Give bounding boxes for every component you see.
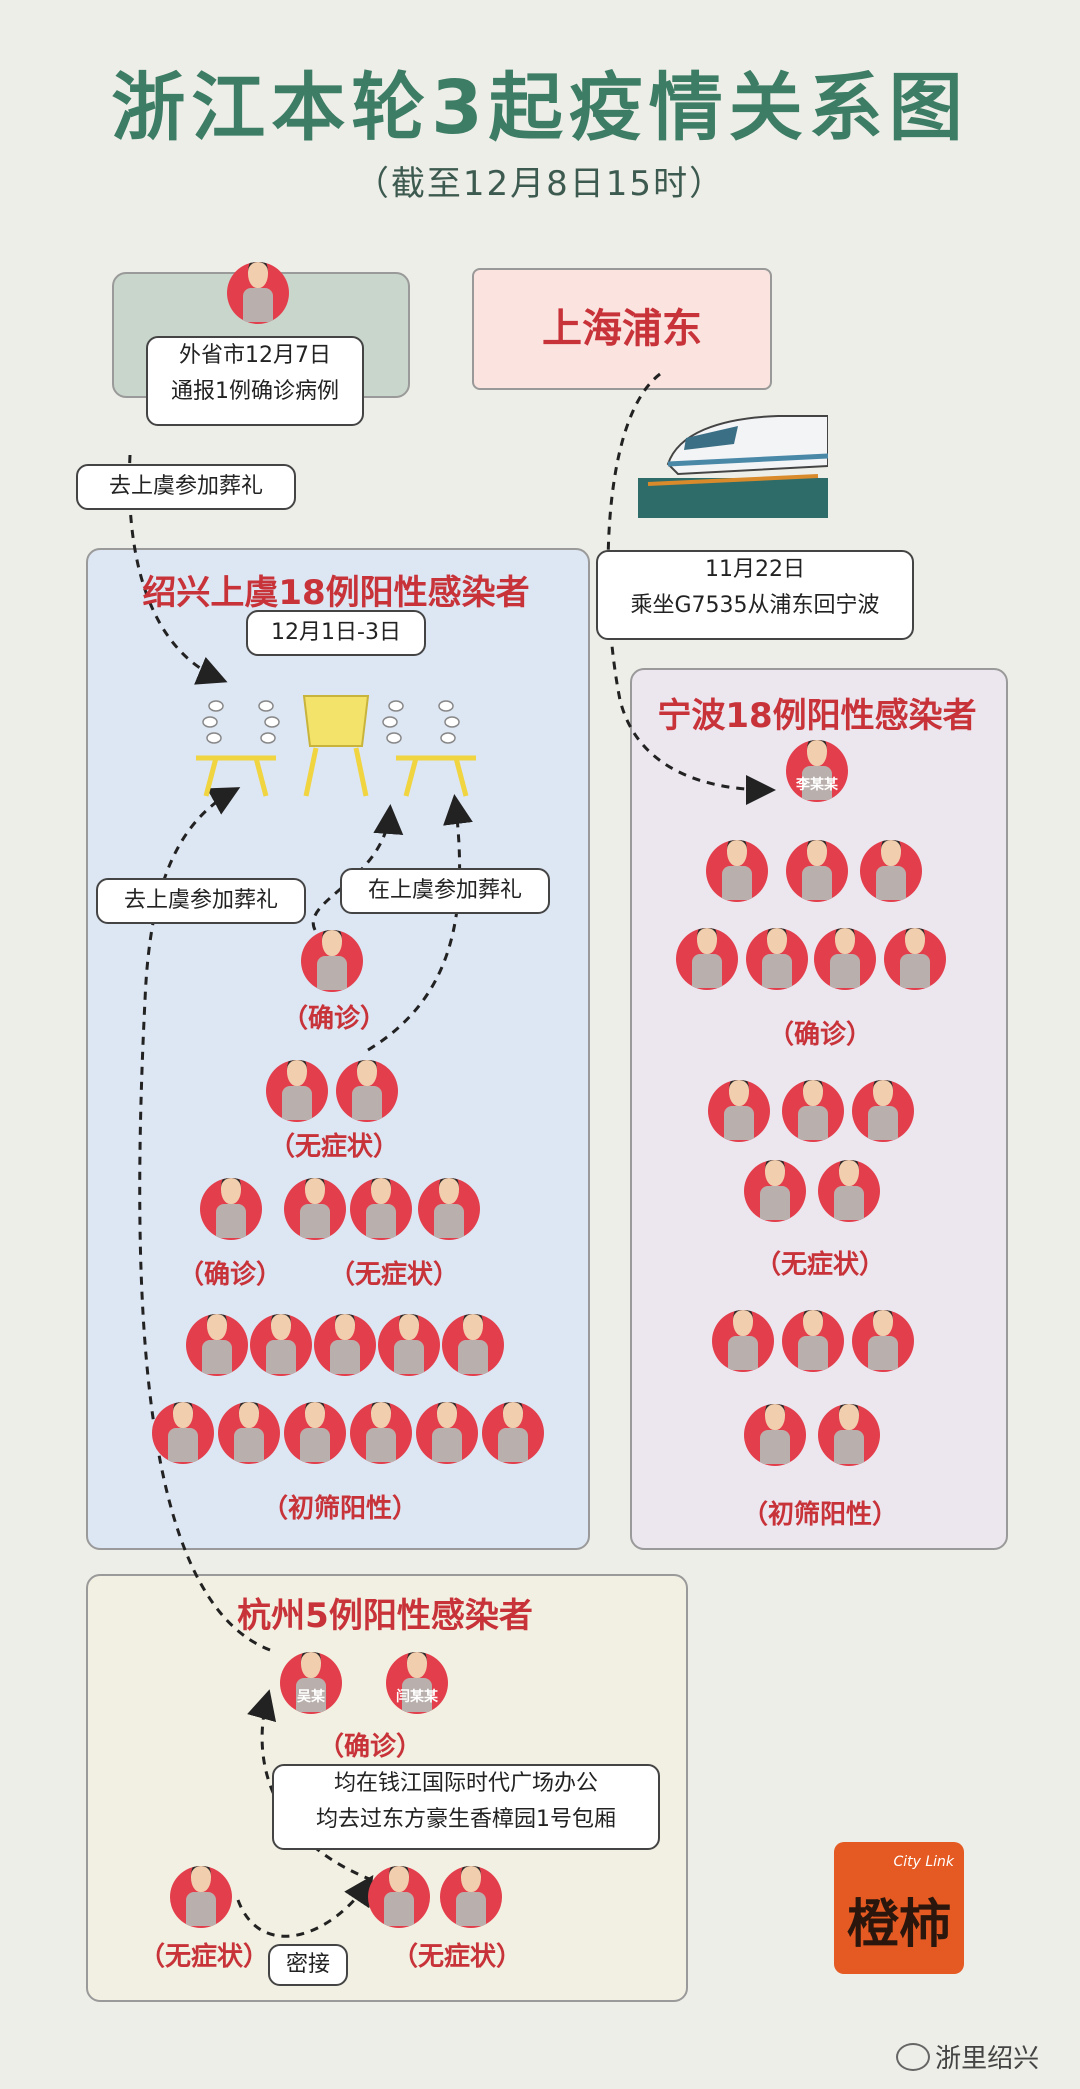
outside-case-note: 外省市12月7日 通报1例确诊病例	[146, 336, 364, 426]
person-icon: 闫某某	[386, 1652, 448, 1714]
ningbo-title: 宁波18例阳性感染者	[657, 696, 977, 736]
person-icon	[378, 1314, 440, 1376]
page-title: 浙江本轮3起疫情关系图	[111, 65, 969, 151]
person-icon	[852, 1310, 914, 1372]
person-icon	[170, 1866, 232, 1928]
person-icon	[818, 1160, 880, 1222]
watermark: 浙里绍兴	[896, 2038, 1056, 2074]
person-icon: 吴某	[280, 1652, 342, 1714]
cheng-shi-logo: City Link 橙柿	[834, 1842, 964, 1974]
person-name: 闫某某	[396, 1689, 438, 1705]
person-icon	[250, 1314, 312, 1376]
hangzhou-asym-left-label: （无症状）	[138, 1942, 269, 1972]
person-icon	[418, 1178, 480, 1240]
person-icon	[860, 840, 922, 902]
person-icon	[782, 1310, 844, 1372]
person-icon	[884, 928, 946, 990]
funeral-date: 12月1日-3日	[246, 610, 426, 656]
ningbo-group2-label: （无症状）	[754, 1250, 885, 1280]
shanghai-label: 上海浦东	[542, 306, 702, 352]
logo-text: 橙柿	[846, 1894, 951, 1955]
shaoxing-title: 绍兴上虞18例阳性感染者	[142, 573, 530, 613]
person-icon	[482, 1402, 544, 1464]
person-icon	[200, 1178, 262, 1240]
arrow-label-funeral-outside: 去上虞参加葬礼	[76, 464, 296, 510]
page-subtitle: （截至12月8日15时）	[354, 164, 726, 204]
person-icon: 李某某	[786, 740, 848, 802]
person-icon	[301, 930, 363, 992]
hangzhou-note-line2: 均去过东方豪生香樟园1号包厢	[316, 1807, 616, 1832]
person-icon	[852, 1080, 914, 1142]
person-icon	[706, 840, 768, 902]
person-icon	[744, 1160, 806, 1222]
person-icon	[786, 840, 848, 902]
logo-sub: City Link	[893, 1854, 954, 1870]
person-icon	[746, 928, 808, 990]
train-date: 11月22日	[705, 557, 805, 582]
person-icon	[782, 1080, 844, 1142]
person-icon	[284, 1178, 346, 1240]
person-icon	[266, 1060, 328, 1122]
person-icon	[314, 1314, 376, 1376]
hangzhou-confirmed-label: （确诊）	[317, 1732, 422, 1762]
shaoxing-group2-label: （无症状）	[268, 1132, 399, 1162]
hangzhou-note: 均在钱江国际时代广场办公 均去过东方豪生香樟园1号包厢	[272, 1764, 660, 1850]
person-icon	[744, 1404, 806, 1466]
outside-case-avatar	[227, 262, 289, 324]
shaoxing-group4-label: （无症状）	[328, 1260, 459, 1290]
ningbo-group1-label: （确诊）	[767, 1020, 872, 1050]
funeral-scene-icon	[196, 695, 476, 797]
shaoxing-group1-label: （确诊）	[281, 1004, 386, 1034]
person-icon	[368, 1866, 430, 1928]
shaoxing-group5-label: （初筛阳性）	[261, 1494, 418, 1524]
person-name: 吴某	[297, 1689, 325, 1705]
arrow-label-close-contact: 密接	[268, 1944, 348, 1986]
person-icon	[416, 1402, 478, 1464]
arrow-label-train: 11月22日 乘坐G7535从浦东回宁波	[596, 550, 914, 640]
person-icon	[152, 1402, 214, 1464]
high-speed-train-icon	[638, 415, 828, 518]
shaoxing-group3-label: （确诊）	[177, 1260, 282, 1290]
hangzhou-title: 杭州5例阳性感染者	[237, 1596, 533, 1636]
train-route: 乘坐G7535从浦东回宁波	[630, 593, 880, 618]
person-name: 李某某	[796, 777, 838, 793]
watermark-text: 浙里绍兴	[935, 2044, 1040, 2074]
shanghai-pudong-box: 上海浦东	[472, 268, 772, 390]
person-icon	[814, 928, 876, 990]
person-icon	[284, 1402, 346, 1464]
hangzhou-asym-right-label: （无症状）	[391, 1942, 522, 1972]
person-icon	[336, 1060, 398, 1122]
ningbo-group3-label: （初筛阳性）	[741, 1500, 898, 1530]
arrow-label-local-funeral: 在上虞参加葬礼	[340, 868, 550, 914]
person-icon	[218, 1402, 280, 1464]
wechat-icon	[896, 2042, 930, 2071]
person-icon	[712, 1310, 774, 1372]
person-icon	[186, 1314, 248, 1376]
outside-case-note-line2: 通报1例确诊病例	[171, 379, 339, 404]
person-icon	[440, 1866, 502, 1928]
person-icon	[350, 1402, 412, 1464]
person-icon	[350, 1178, 412, 1240]
person-icon	[818, 1404, 880, 1466]
outside-case-note-line1: 外省市12月7日	[179, 343, 331, 368]
person-icon	[676, 928, 738, 990]
person-icon	[708, 1080, 770, 1142]
person-icon	[442, 1314, 504, 1376]
arrow-label-hangzhou-funeral: 去上虞参加葬礼	[96, 878, 306, 924]
hangzhou-note-line1: 均在钱江国际时代广场办公	[333, 1771, 598, 1796]
